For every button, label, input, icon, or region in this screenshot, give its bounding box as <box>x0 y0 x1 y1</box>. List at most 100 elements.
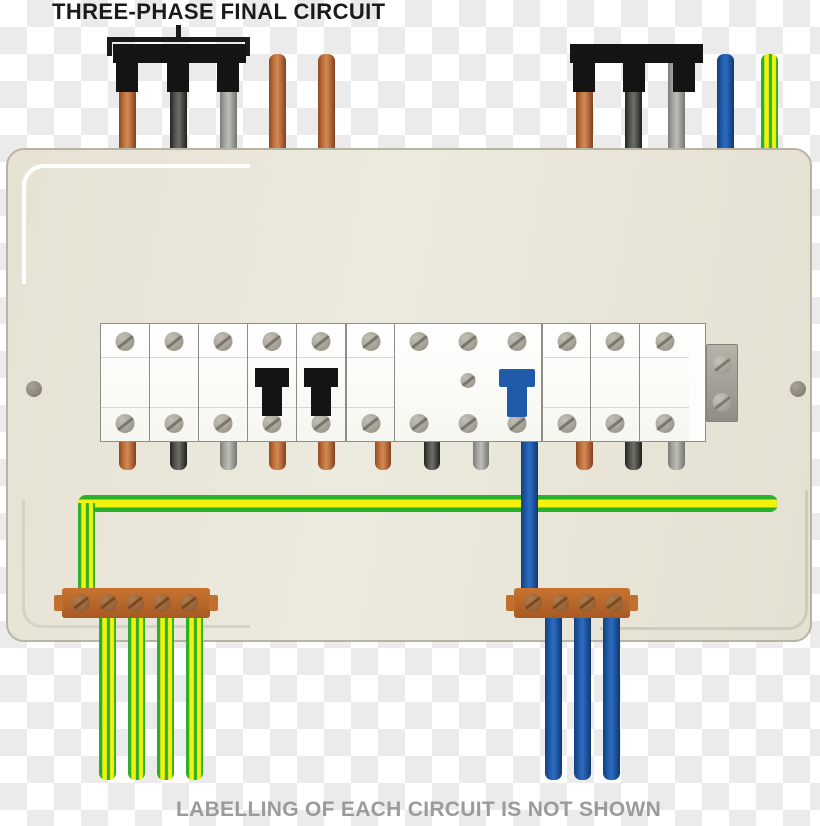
bracket-left-leg <box>107 37 112 56</box>
terminal-screw-top[interactable] <box>605 332 625 351</box>
earth-run-vertical-left <box>78 503 95 593</box>
below-wire-brown-3 <box>318 438 335 470</box>
below-wire-brown-main <box>375 438 391 470</box>
mcb-3p-right-toggle-stub-3[interactable] <box>673 44 695 92</box>
mcb-3p-left-pole-1[interactable] <box>101 324 150 441</box>
end-terminal-screw-1[interactable] <box>712 355 732 374</box>
earth-out-wire-3 <box>157 612 174 780</box>
module-divider-bottom <box>347 407 394 408</box>
earth-bar <box>54 588 218 618</box>
terminal-screw-top[interactable] <box>557 332 576 351</box>
module-divider-top <box>248 357 296 358</box>
terminal-screw-top[interactable] <box>507 332 527 351</box>
earth-bar-screw-5 <box>180 594 198 612</box>
earth-out-wire-1 <box>99 612 116 780</box>
terminal-screw-top[interactable] <box>655 332 674 351</box>
mcb-3p-left-toggle-stub-1[interactable] <box>116 44 138 92</box>
below-wire-grey-main <box>473 438 489 470</box>
module-divider-top <box>347 357 394 358</box>
mcb-3p-left-pole-2[interactable] <box>150 324 199 441</box>
terminal-screw-bottom[interactable] <box>115 414 135 433</box>
terminal-screw-bottom[interactable] <box>655 414 674 433</box>
neutral-bar-screw-3 <box>578 594 596 612</box>
mcb-toggle-switch[interactable] <box>255 368 289 387</box>
mcb-3p-left-pole-3[interactable] <box>199 324 248 441</box>
terminal-screw-bottom[interactable] <box>311 414 331 433</box>
neutral-bar-screw-1 <box>524 594 542 612</box>
terminal-screw-bottom[interactable] <box>213 414 233 433</box>
mcb-3p-left-toggle-stub-2[interactable] <box>167 44 189 92</box>
test-button-screw[interactable] <box>460 373 476 388</box>
mcb-3p-right-pole-1[interactable] <box>542 324 591 441</box>
earth-out-wire-4 <box>186 612 203 780</box>
terminal-screw-top[interactable] <box>311 332 331 351</box>
terminal-screw-top[interactable] <box>213 332 233 351</box>
mcb-toggle-switch[interactable] <box>304 368 338 387</box>
module-divider-bottom <box>543 407 590 408</box>
below-wire-black-main <box>424 438 440 470</box>
module-divider-top <box>543 357 590 358</box>
terminal-screw-bottom[interactable] <box>557 414 576 433</box>
module-divider-bottom <box>591 407 639 408</box>
mcb-3p-right-toggle-stub-2[interactable] <box>623 44 645 92</box>
mcb-1p-first[interactable] <box>248 324 297 441</box>
neutral-out-wire-2 <box>574 612 591 780</box>
terminal-screw-top[interactable] <box>409 332 429 351</box>
enclosure-highlight-bottom-right <box>600 490 808 630</box>
terminal-screw-top[interactable] <box>115 332 135 351</box>
module-divider-top <box>150 357 198 358</box>
terminal-screw-top[interactable] <box>458 332 478 351</box>
module-divider-top <box>640 357 689 358</box>
terminal-screw-bottom[interactable] <box>409 414 429 433</box>
bracket-stem <box>176 25 181 39</box>
main-switch-toggle[interactable] <box>499 369 535 387</box>
din-rail-device-row <box>100 323 706 442</box>
mount-screw-left <box>26 381 42 397</box>
earth-bar-screw-3 <box>126 594 144 612</box>
below-wire-brown-1 <box>119 438 136 470</box>
mcb-3p-right-toggle-stub-1[interactable] <box>573 44 595 92</box>
module-divider-bottom <box>150 407 198 408</box>
neutral-out-wire-1 <box>545 612 562 780</box>
below-wire-grey-2 <box>668 438 685 470</box>
mount-screw-right <box>790 381 806 397</box>
mcb-3p-right-pole-2[interactable] <box>591 324 640 441</box>
module-divider-top <box>297 357 345 358</box>
neutral-bar-screw-2 <box>551 594 569 612</box>
module-divider-bottom <box>199 407 247 408</box>
earth-bar-screw-4 <box>153 594 171 612</box>
neutral-bar <box>506 588 638 618</box>
below-wire-black-1 <box>170 438 187 470</box>
module-divider-top <box>101 357 149 358</box>
terminal-screw-bottom[interactable] <box>458 414 478 433</box>
terminal-screw-bottom[interactable] <box>361 414 380 433</box>
main-switch-pole-3[interactable] <box>444 324 493 441</box>
bracket-right-leg <box>245 37 250 56</box>
terminal-screw-bottom[interactable] <box>164 414 184 433</box>
earth-run-horizontal <box>78 495 778 512</box>
footer-note: LABELLING OF EACH CIRCUIT IS NOT SHOWN <box>176 798 662 821</box>
mcb-3p-left-toggle-stub-3[interactable] <box>217 44 239 92</box>
earth-bar-screw-1 <box>72 594 90 612</box>
end-terminal-block[interactable] <box>706 344 738 422</box>
neutral-drop-to-bar <box>521 438 538 593</box>
main-switch-pole-2[interactable] <box>395 324 444 441</box>
terminal-screw-bottom[interactable] <box>605 414 625 433</box>
mcb-3p-right-pole-3[interactable] <box>640 324 689 441</box>
terminal-screw-top[interactable] <box>361 332 380 351</box>
terminal-screw-top[interactable] <box>262 332 282 351</box>
terminal-screw-bottom[interactable] <box>507 414 527 433</box>
terminal-screw-top[interactable] <box>164 332 184 351</box>
earth-out-wire-2 <box>128 612 145 780</box>
main-switch-pole-1[interactable] <box>346 324 395 441</box>
terminal-screw-bottom[interactable] <box>262 414 282 433</box>
bracket-span <box>107 37 250 42</box>
earth-bar-screw-2 <box>99 594 117 612</box>
neutral-out-wire-3 <box>603 612 620 780</box>
enclosure-highlight-top-left <box>22 164 250 284</box>
mcb-1p-second[interactable] <box>297 324 346 441</box>
neutral-bar-screw-4 <box>605 594 623 612</box>
end-terminal-screw-2[interactable] <box>712 393 732 412</box>
main-switch-pole-4[interactable] <box>493 324 542 441</box>
